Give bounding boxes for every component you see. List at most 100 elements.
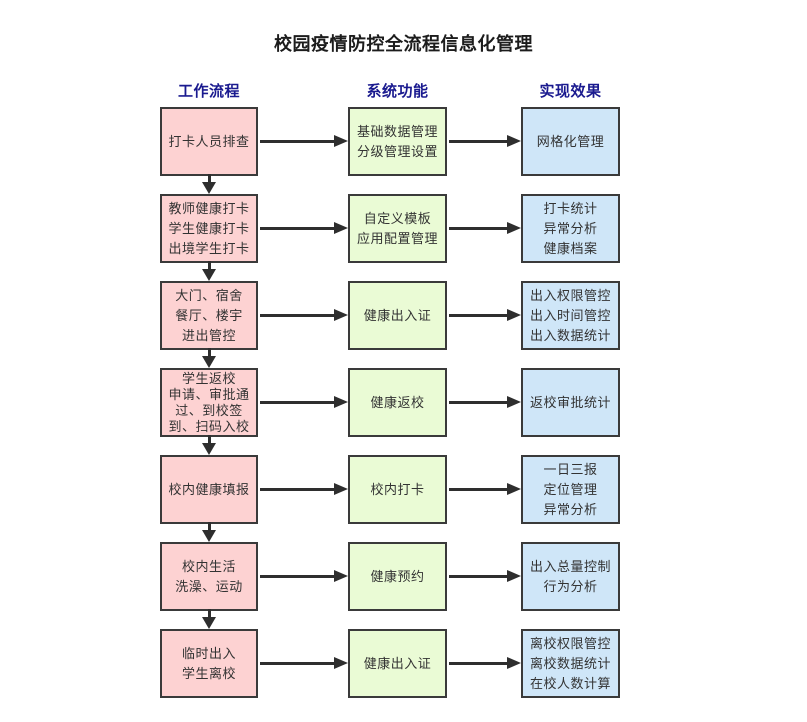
flow-row: 打卡人员排查 基础数据管理分级管理设置 网格化管理 [0,107,807,194]
arrow-head [334,222,348,234]
box-text-line: 在校人数计算 [529,675,611,691]
arrow-head [507,222,521,234]
arrow-down-icon [202,261,216,281]
arrow-down-icon [202,174,216,194]
arrow-stem [449,140,509,143]
box-text-line: 异常分析 [543,220,598,236]
box-text-line: 分级管理设置 [356,143,438,159]
effect-box: 网格化管理 [521,107,620,176]
arrow-stem [207,609,211,619]
box-text-line: 打卡人员排查 [168,133,250,149]
arrow-stem [207,435,211,445]
arrow-right-icon [260,194,348,263]
box-text-line: 学生健康打卡 [168,220,250,236]
arrow-down-icon [202,348,216,368]
arrow-head [334,135,348,147]
function-box: 基础数据管理分级管理设置 [348,107,447,176]
arrow-stem [449,401,509,404]
arrow-head [507,570,521,582]
process-box: 临时出入学生离校 [160,629,258,698]
flow-row: 大门、宿舍餐厅、楼宇进出管控 健康出入证 出入权限管控出入时间管控出入数据统计 [0,281,807,368]
flow-row: 临时出入学生离校 健康出入证 离校权限管控离校数据统计在校人数计算 [0,629,807,698]
arrow-stem [207,261,211,271]
arrow-stem [260,575,336,578]
box-text-line: 校内生活 [181,558,236,574]
arrow-stem [207,174,211,184]
arrow-down-icon [202,435,216,455]
box-text-line: 健康预约 [370,568,425,584]
arrow-stem [260,662,336,665]
process-box: 校内生活洗澡、运动 [160,542,258,611]
arrow-right-icon [449,455,521,524]
function-box: 健康出入证 [348,281,447,350]
arrow-right-icon [449,107,521,176]
arrow-right-icon [449,281,521,350]
box-text-line: 申请、审批通 [168,386,250,402]
arrow-head [202,182,216,194]
arrow-head [202,617,216,629]
function-box: 健康返校 [348,368,447,437]
flow-row: 教师健康打卡学生健康打卡出境学生打卡 自定义模板应用配置管理 打卡统计异常分析健… [0,194,807,281]
box-text-line: 到、扫码入校 [168,418,250,434]
arrow-head [202,443,216,455]
arrow-head [334,309,348,321]
arrow-right-icon [449,368,521,437]
arrow-stem [449,314,509,317]
box-text-line: 基础数据管理 [356,123,438,139]
arrow-head [507,309,521,321]
function-box: 健康出入证 [348,629,447,698]
page-title: 校园疫情防控全流程信息化管理 [274,34,533,54]
box-text-line: 出入时间管控 [529,307,611,323]
box-text-line: 进出管控 [181,327,236,343]
arrow-head [202,356,216,368]
box-text-line: 离校权限管控 [529,635,611,651]
box-text-line: 过、到校签 [175,402,243,418]
arrow-head [507,396,521,408]
arrow-head [202,269,216,281]
arrow-stem [260,401,336,404]
arrow-right-icon [260,629,348,698]
arrow-head [507,135,521,147]
arrow-right-icon [260,368,348,437]
arrow-stem [260,314,336,317]
box-text-line: 异常分析 [543,501,598,517]
box-text-line: 健康档案 [543,240,598,256]
effect-box: 打卡统计异常分析健康档案 [521,194,620,263]
arrow-right-icon [260,455,348,524]
arrow-stem [260,227,336,230]
arrow-down-icon [202,522,216,542]
box-text-line: 应用配置管理 [356,230,438,246]
arrow-down-icon [202,609,216,629]
function-box: 校内打卡 [348,455,447,524]
box-text-line: 出境学生打卡 [168,240,250,256]
box-text-line: 健康出入证 [363,307,432,323]
arrow-right-icon [260,542,348,611]
arrow-right-icon [449,194,521,263]
arrow-stem [260,488,336,491]
effect-box: 出入总量控制行为分析 [521,542,620,611]
column-header-system-functions: 系统功能 [366,83,429,100]
box-text-line: 临时出入 [181,645,236,661]
arrow-stem [207,522,211,532]
process-box: 学生返校申请、审批通过、到校签到、扫码入校 [160,368,258,437]
box-text-line: 餐厅、楼宇 [175,307,243,323]
box-text-line: 洗澡、运动 [175,578,243,594]
flow-row: 校内健康填报 校内打卡 一日三报定位管理异常分析 [0,455,807,542]
box-text-line: 健康出入证 [363,655,432,671]
process-box: 打卡人员排查 [160,107,258,176]
function-box: 自定义模板应用配置管理 [348,194,447,263]
column-header-achieved-effects: 实现效果 [539,83,602,100]
box-text-line: 出入权限管控 [529,287,611,303]
arrow-right-icon [260,281,348,350]
column-header-work-process: 工作流程 [177,83,240,100]
flow-row: 校内生活洗澡、运动 健康预约 出入总量控制行为分析 [0,542,807,629]
box-text-line: 一日三报 [543,461,598,477]
flow-row: 学生返校申请、审批通过、到校签到、扫码入校 健康返校 返校审批统计 [0,368,807,455]
arrow-head [334,483,348,495]
box-text-line: 自定义模板 [363,210,432,226]
effect-box: 离校权限管控离校数据统计在校人数计算 [521,629,620,698]
arrow-head [334,570,348,582]
arrow-head [507,657,521,669]
effect-box: 一日三报定位管理异常分析 [521,455,620,524]
